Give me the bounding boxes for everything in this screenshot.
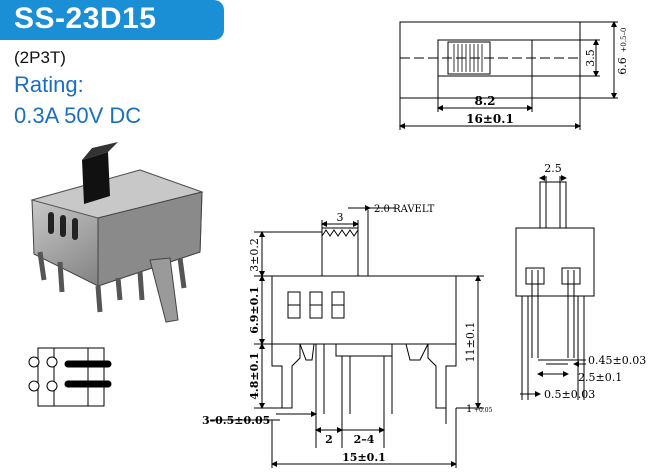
part-number-badge: SS-23D15 — [0, 0, 224, 40]
top-body-tolerance: +0.5–0 — [620, 28, 628, 53]
top-view-drawing — [399, 21, 618, 130]
side-knob-width-dim: 2.5 — [544, 162, 562, 175]
rating-value: 0.3A 50V DC — [14, 103, 142, 128]
top-inner-width-dim: 8.2 — [475, 94, 496, 108]
side-pin-pitch-dim: 2.5±0.1 — [578, 371, 622, 384]
top-knob-height-dim: 3.5 — [584, 49, 597, 67]
front-knob-height-dim: 3±0.2 — [248, 238, 261, 272]
top-body-height-dim: 6.6 — [616, 57, 629, 75]
part-number-title: SS-23D15 — [14, 2, 157, 35]
side-view-drawing — [515, 175, 595, 400]
front-pitch-b-dim: 2–4 — [354, 433, 375, 446]
front-pitch-a-dim: 2 — [325, 433, 333, 446]
pole-throw-label: (2P3T) — [14, 48, 66, 67]
product-photo — [30, 142, 204, 323]
switch-schematic — [28, 347, 112, 407]
side-pin-thickness-dim: 0.45±0.03 — [588, 354, 646, 367]
front-body-height-dim: 6.9±0.1 — [248, 286, 261, 334]
travel-note: 2.0 RAVELT — [374, 204, 435, 215]
front-pin-hole-dim: 3–0.5±0.05 — [202, 414, 270, 427]
front-view-drawing — [210, 205, 484, 468]
rating-label: Rating: — [14, 72, 84, 97]
front-tail-dim: 1 — [466, 404, 472, 415]
top-total-width-dim: 16±0.1 — [466, 112, 514, 126]
front-total-height-dim: 11±0.1 — [464, 322, 477, 363]
front-total-width-dim: 15±0.1 — [342, 451, 386, 464]
front-pin-length-dim: 4.8±0.1 — [248, 352, 261, 400]
side-pin-width-dim: 0.5±0.03 — [544, 388, 595, 401]
front-tail-tolerance: +0.05 — [474, 407, 493, 414]
front-knob-width-dim: 3 — [337, 211, 344, 224]
